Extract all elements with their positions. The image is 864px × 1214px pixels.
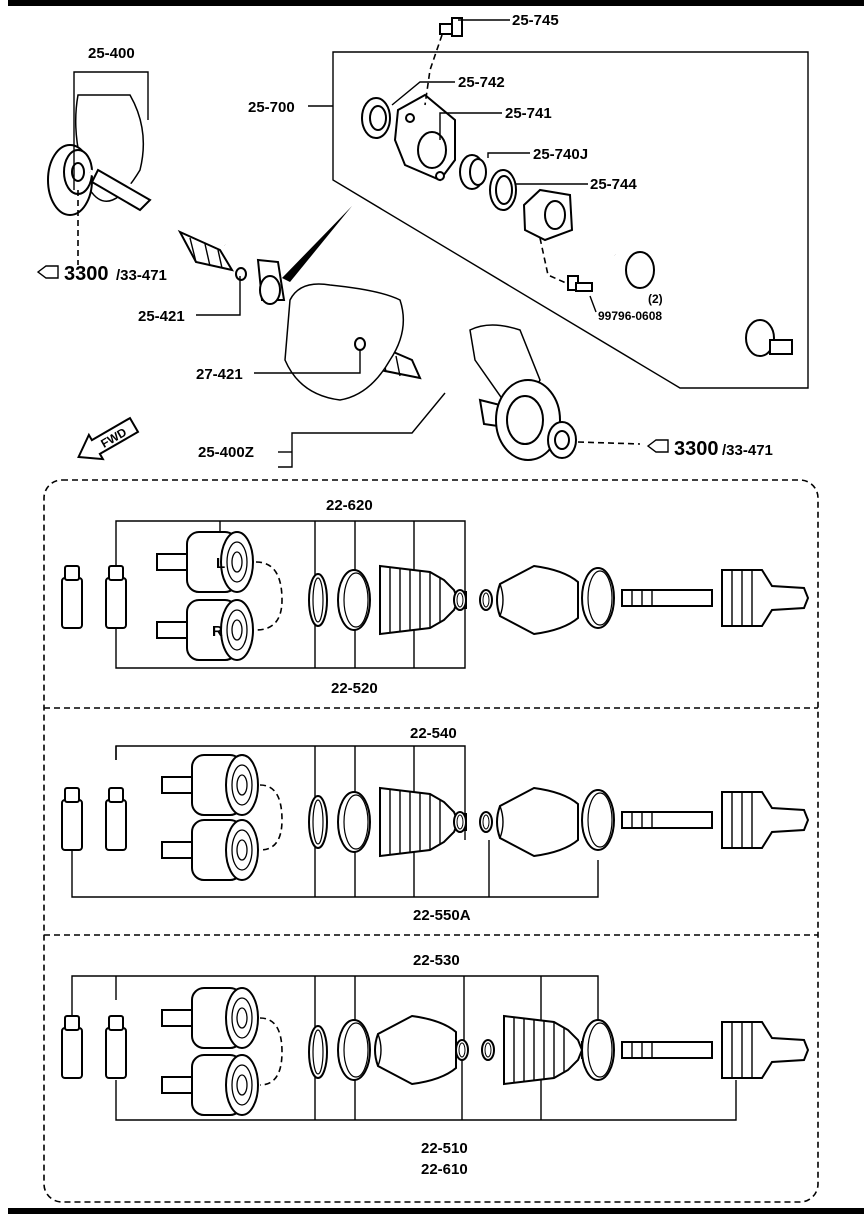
label-25-744: 25-744 bbox=[590, 176, 637, 193]
ring-25-744 bbox=[489, 169, 517, 211]
small-clamp bbox=[453, 589, 467, 611]
grease-tube bbox=[61, 1015, 83, 1079]
inner-joint-right bbox=[161, 1054, 259, 1116]
pointer-wedge bbox=[282, 206, 352, 282]
small-clamp bbox=[479, 811, 493, 833]
grease-tube bbox=[61, 787, 83, 851]
boot-band bbox=[337, 1019, 371, 1081]
kit-22-540: 22-540 22-550A bbox=[61, 725, 809, 924]
label-25-400Z: 25-400Z bbox=[198, 444, 254, 461]
marker-R: R bbox=[212, 623, 223, 640]
inner-joint-right bbox=[161, 819, 259, 881]
label-25-740J: 25-740J bbox=[533, 146, 588, 163]
leader-25-745 bbox=[424, 34, 443, 106]
inner-joint-left bbox=[161, 987, 259, 1049]
leader-25-421 bbox=[196, 276, 241, 316]
transmission-outline bbox=[284, 283, 541, 411]
boot-band bbox=[581, 1019, 615, 1081]
leader-27-421 bbox=[254, 350, 361, 374]
label-3300-right: 3300 bbox=[674, 438, 719, 460]
grease-tube bbox=[105, 787, 127, 851]
label-25-700: 25-700 bbox=[248, 99, 295, 116]
left-drive-shaft bbox=[89, 168, 235, 272]
small-clamp bbox=[479, 589, 493, 611]
kit3-top-label: 22-530 bbox=[413, 952, 460, 969]
bearing-25-740J bbox=[459, 154, 487, 190]
outer-boot bbox=[503, 1015, 591, 1085]
fwd-arrow: FWD bbox=[77, 416, 140, 461]
boot-band bbox=[581, 789, 615, 851]
top-assembly: FWD 25-745 25-400 25-742 25-700 25-741 2… bbox=[36, 12, 809, 468]
label-33-471-right: /33-471 bbox=[722, 442, 773, 459]
seal-25-742 bbox=[361, 97, 391, 139]
intermediate-shaft bbox=[614, 251, 793, 357]
reference-icon-left bbox=[36, 265, 59, 279]
bracket-25-741 bbox=[393, 93, 456, 182]
snap-ring-25-421 bbox=[235, 267, 247, 281]
leader-25-400 bbox=[73, 71, 149, 190]
kit3-bottom-label-1: 22-510 bbox=[421, 1140, 468, 1157]
outer-boot bbox=[496, 787, 579, 857]
leader-99796 bbox=[589, 295, 597, 313]
inner-boot bbox=[374, 1015, 457, 1085]
snap-ring-27-421 bbox=[354, 337, 366, 351]
leader-25-400Z bbox=[278, 392, 446, 468]
bearing-box-frame bbox=[332, 51, 809, 389]
kit3-bottom-label-2: 22-610 bbox=[421, 1161, 468, 1178]
inner-joint-left bbox=[161, 754, 259, 816]
reference-icon-right bbox=[646, 439, 669, 453]
bolt-25-745 bbox=[439, 17, 463, 37]
outer-shaft bbox=[621, 569, 809, 627]
leader-25-742 bbox=[391, 81, 455, 106]
kit2-bottom-label: 22-550A bbox=[413, 907, 471, 924]
right-hub bbox=[495, 379, 577, 461]
leader-bolt bbox=[539, 237, 567, 284]
label-25-742: 25-742 bbox=[458, 74, 505, 91]
label-25-741: 25-741 bbox=[505, 105, 552, 122]
circlip bbox=[308, 573, 328, 627]
label-qty-2: (2) bbox=[648, 292, 663, 306]
top-border bbox=[8, 0, 864, 6]
label-25-745: 25-745 bbox=[512, 12, 559, 29]
inner-joint-right bbox=[156, 599, 254, 661]
label-99796-0608: 99796-0608 bbox=[598, 309, 662, 323]
boot-band bbox=[337, 569, 371, 631]
outer-shaft bbox=[621, 791, 809, 849]
kit1-top-label: 22-620 bbox=[326, 497, 373, 514]
grease-tube bbox=[105, 565, 127, 629]
boot-band bbox=[581, 567, 615, 629]
label-33-471-left: /33-471 bbox=[116, 267, 167, 284]
circlip bbox=[308, 1025, 328, 1079]
bottom-border bbox=[8, 1208, 864, 1214]
label-25-421: 25-421 bbox=[138, 308, 185, 325]
marker-L: L bbox=[216, 555, 225, 572]
leader-3300-right bbox=[577, 441, 641, 445]
bolt-99796-0608 bbox=[567, 275, 593, 292]
small-clamp bbox=[481, 1039, 495, 1061]
circlip bbox=[308, 795, 328, 849]
inner-joint-left bbox=[156, 531, 254, 593]
outer-shaft bbox=[621, 1021, 809, 1079]
kit-22-530: 22-530 22-510 22-610 bbox=[61, 952, 809, 1178]
label-27-421: 27-421 bbox=[196, 366, 243, 383]
small-clamp bbox=[453, 811, 467, 833]
grease-tube bbox=[105, 1015, 127, 1079]
kit2-top-label: 22-540 bbox=[410, 725, 457, 742]
small-clamp bbox=[455, 1039, 469, 1061]
boot-band bbox=[337, 791, 371, 853]
outer-boot bbox=[496, 565, 579, 635]
label-25-400: 25-400 bbox=[88, 45, 135, 62]
label-3300-left: 3300 bbox=[64, 263, 109, 285]
grease-tube bbox=[61, 565, 83, 629]
bearing-carrier bbox=[522, 188, 574, 242]
kit-22-620: L R 22-620 22-520 bbox=[61, 497, 809, 697]
kit1-bottom-label: 22-520 bbox=[331, 680, 378, 697]
leader-25-740J bbox=[487, 152, 530, 158]
leader-25-741 bbox=[439, 112, 502, 140]
